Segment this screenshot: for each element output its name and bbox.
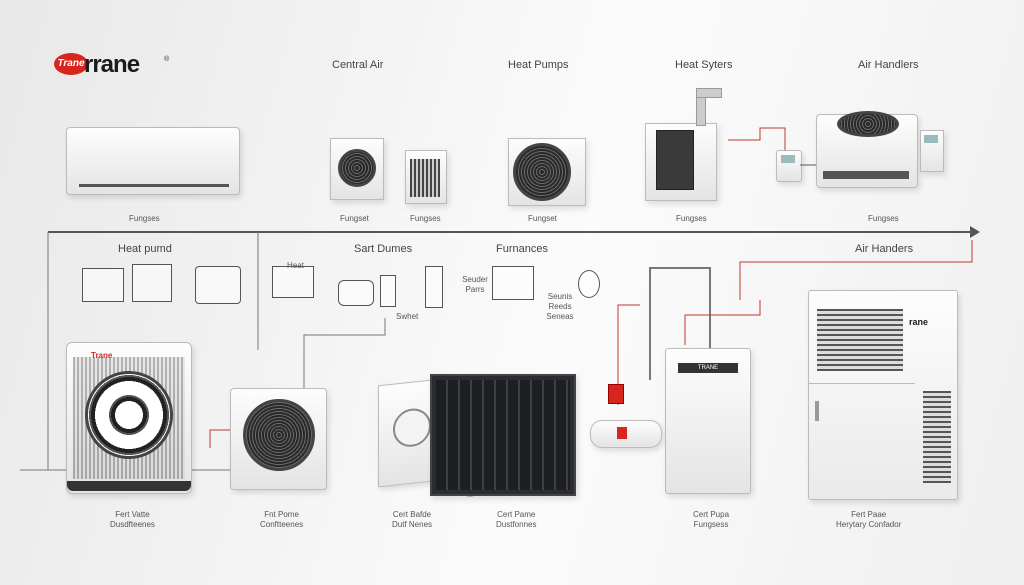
- mini-split-vent: [79, 184, 229, 187]
- tall-unit-side-grille: [923, 391, 951, 483]
- caption-mini-split: Fungses: [129, 214, 160, 223]
- schematic-sketch-9: [578, 270, 600, 298]
- schematic-sketch-7: [425, 266, 443, 308]
- control-panel-dial-icon: [393, 406, 431, 449]
- main-flow-arrowhead: [970, 226, 980, 238]
- red-furnace-line: [684, 300, 761, 345]
- bottom-label-1-line2: Dusdfteenes: [110, 520, 155, 529]
- large-condenser-fan-icon: [85, 371, 173, 459]
- schematic-sketch-2: [132, 264, 172, 302]
- thermostat-device: [776, 150, 802, 182]
- tall-unit-handle[interactable]: [815, 401, 819, 421]
- red-valve-icon: [617, 427, 627, 439]
- bottom-label-1: Fert Vatte Dusdfteenes: [110, 510, 155, 530]
- solar-coil-unit: [430, 374, 576, 496]
- schematic-sketch-1: [82, 268, 124, 302]
- small-coil-unit: [405, 150, 447, 204]
- coil-grille: [410, 159, 440, 197]
- condenser-base: [67, 481, 191, 491]
- caption-heat-system: Fungses: [676, 214, 707, 223]
- large-condenser-unit: Trane: [66, 342, 192, 494]
- pipe-valve-assembly: [590, 420, 662, 448]
- note-seuder-parrs: Seuder Parrs: [462, 275, 488, 294]
- caption-small-condenser: Fungset: [340, 214, 369, 223]
- bottom-label-2-line2: Conftteenes: [260, 520, 304, 529]
- cabinet-control-board: [656, 130, 694, 190]
- bottom-label-5: Cert Pupa Fungsess: [693, 510, 729, 530]
- heat-pump-fan-icon: [513, 143, 571, 201]
- bottom-label-5-line2: Fungsess: [693, 520, 729, 529]
- vent-pipe-elbow: [696, 88, 722, 98]
- bottom-label-4-line1: Cert Pame: [497, 510, 536, 519]
- bottom-label-2-line1: Fnt Pome: [264, 510, 299, 519]
- header-furnaces: Furnances: [496, 243, 548, 255]
- schematic-sketch-4: Heat: [272, 261, 314, 298]
- medium-condenser-unit: [230, 388, 327, 490]
- bottom-label-4: Cert Pame Dustfonnes: [496, 510, 536, 530]
- tall-unit-door-seam: [809, 383, 915, 384]
- bottom-label-6-line2: Herytary Confador: [836, 520, 902, 529]
- bottom-label-3: Cert Bafde Dutf Nenes: [392, 510, 432, 530]
- wall-mini-split-unit: [66, 127, 240, 195]
- header-heat-systems: Heat Syters: [675, 59, 733, 71]
- heat-system-cabinet: [645, 123, 717, 201]
- caption-air-handler: Fungses: [868, 214, 899, 223]
- note-seunis-reeds: Seunis Reeds Seneas: [546, 292, 574, 321]
- sketch-heat-label: Heat: [287, 261, 304, 270]
- medium-condenser-fan-icon: [243, 399, 315, 471]
- logo-registered-mark: ®: [164, 56, 170, 63]
- red-line-thermostat: [728, 127, 786, 150]
- header-air-handlers-mid: Air Handers: [855, 243, 914, 255]
- tall-unit-upper-grille: [817, 309, 903, 371]
- bottom-label-3-line1: Cert Bafde: [392, 510, 432, 519]
- red-supply-line: [617, 304, 640, 405]
- bottom-label-4-line2: Dustfonnes: [496, 520, 537, 529]
- control-panel-device: [920, 130, 944, 172]
- schematic-sketch-5: [338, 280, 374, 306]
- schematic-sketch-3: [195, 266, 241, 304]
- control-panel-display: [924, 135, 938, 143]
- thermostat-display: [781, 155, 795, 163]
- air-handler-top-unit: [816, 111, 918, 188]
- switch-label: Swhet: [396, 312, 419, 321]
- caption-heat-pump: Fungset: [528, 214, 557, 223]
- header-central-air: Central Air: [332, 59, 384, 71]
- caption-coil: Fungses: [410, 214, 441, 223]
- tall-unit-brand-badge: rane: [909, 317, 929, 327]
- logo-wordmark: rrane: [84, 51, 140, 78]
- header-heat-pumps: Heat Pumps: [508, 59, 569, 71]
- header-smart-dumps: Sart Dumes: [354, 243, 413, 255]
- furnace-brand-badge: TRANE: [678, 363, 738, 373]
- red-return-line: [739, 240, 973, 300]
- tall-air-handler-unit: rane: [808, 290, 958, 500]
- furnace-unit: TRANE: [665, 348, 751, 494]
- air-handler-base: [823, 171, 909, 179]
- pipe-loop-line: [649, 267, 711, 380]
- header-air-handlers: Air Handlers: [858, 59, 919, 71]
- bottom-label-1-line1: Fert Vatte: [115, 510, 150, 519]
- schematic-sketch-8: [492, 266, 534, 300]
- brand-logo: Trane rrane ®: [54, 50, 174, 80]
- red-valve-upper-icon: [608, 384, 624, 404]
- switch-line: [303, 318, 386, 400]
- air-handler-fan-icon: [837, 111, 899, 137]
- header-heat-pump-mid: Heat pumd: [118, 243, 172, 255]
- condenser-brand-badge: Trane: [91, 351, 113, 360]
- condenser-fan-icon: [338, 149, 376, 187]
- bottom-label-6: Fert Paae Herytary Confador: [836, 510, 901, 530]
- small-condenser-unit: [330, 138, 384, 200]
- bottom-label-6-line1: Fert Paae: [851, 510, 887, 519]
- red-condenser-line: [209, 429, 232, 448]
- logo-badge: Trane: [54, 53, 88, 75]
- bottom-label-2: Fnt Pome Conftteenes: [260, 510, 303, 530]
- heat-pump-unit-top: [508, 138, 586, 206]
- bottom-label-3-line2: Dutf Nenes: [392, 520, 433, 529]
- schematic-sketch-6: [380, 275, 396, 307]
- coil-panel-grid: [436, 380, 570, 490]
- bottom-label-5-line1: Cert Pupa: [693, 510, 730, 519]
